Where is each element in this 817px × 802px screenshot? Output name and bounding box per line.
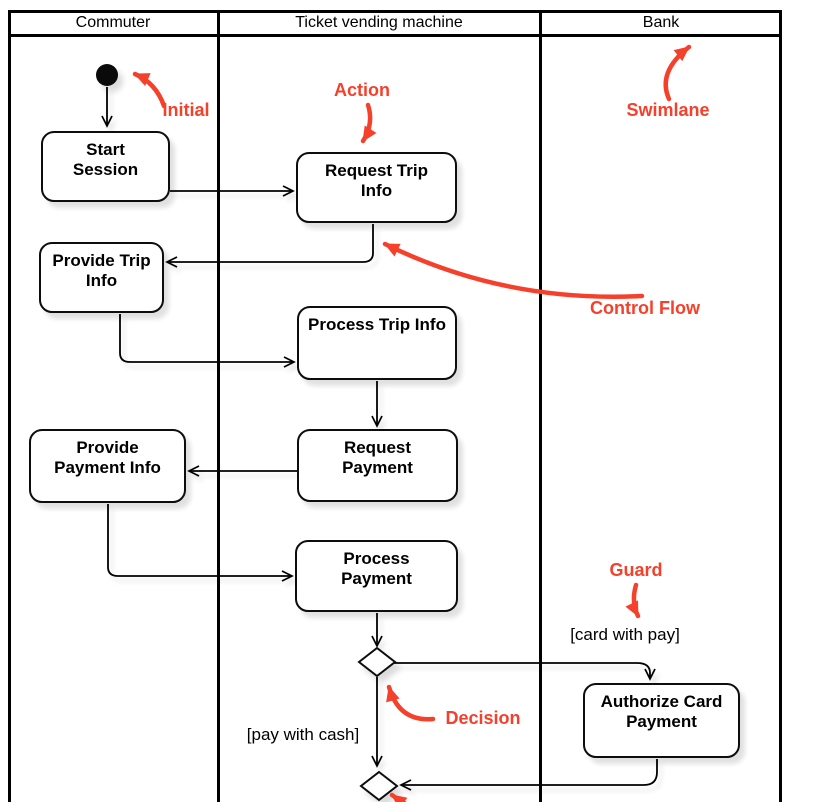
action-start-session: Start Session [41, 131, 170, 202]
lane-divider-tvm-bank [539, 10, 542, 802]
swimlane-frame [8, 10, 782, 802]
lane-divider-commuter-tvm [217, 10, 220, 802]
guard-pay-with-cash: [pay with cash] [246, 725, 360, 744]
lane-title-commuter: Commuter [75, 14, 151, 31]
action-process-payment: Process Payment [295, 540, 458, 612]
annotation-guard: Guard [609, 560, 663, 580]
annotation-action: Action [334, 80, 390, 100]
swimlane-header-separator [8, 34, 782, 37]
action-provide-trip-info: Provide Trip Info [39, 242, 164, 313]
lane-title-ticket-vending-machine: Ticket vending machine [295, 14, 463, 31]
annotation-decision: Decision [445, 708, 521, 728]
annotation-control-flow: Control Flow [590, 298, 700, 318]
guard-card-with-pay: [card with pay] [570, 625, 680, 644]
action-request-trip-info: Request Trip Info [296, 152, 457, 223]
lane-title-bank: Bank [642, 14, 680, 31]
action-provide-payment-info: Provide Payment Info [29, 429, 186, 503]
action-process-trip-info: Process Trip Info [297, 306, 457, 380]
action-authorize-card-payment: Authorize Card Payment [583, 683, 740, 758]
action-request-payment: Request Payment [297, 429, 458, 502]
annotation-swimlane: Swimlane [626, 100, 710, 120]
annotation-initial: Initial [162, 100, 210, 120]
